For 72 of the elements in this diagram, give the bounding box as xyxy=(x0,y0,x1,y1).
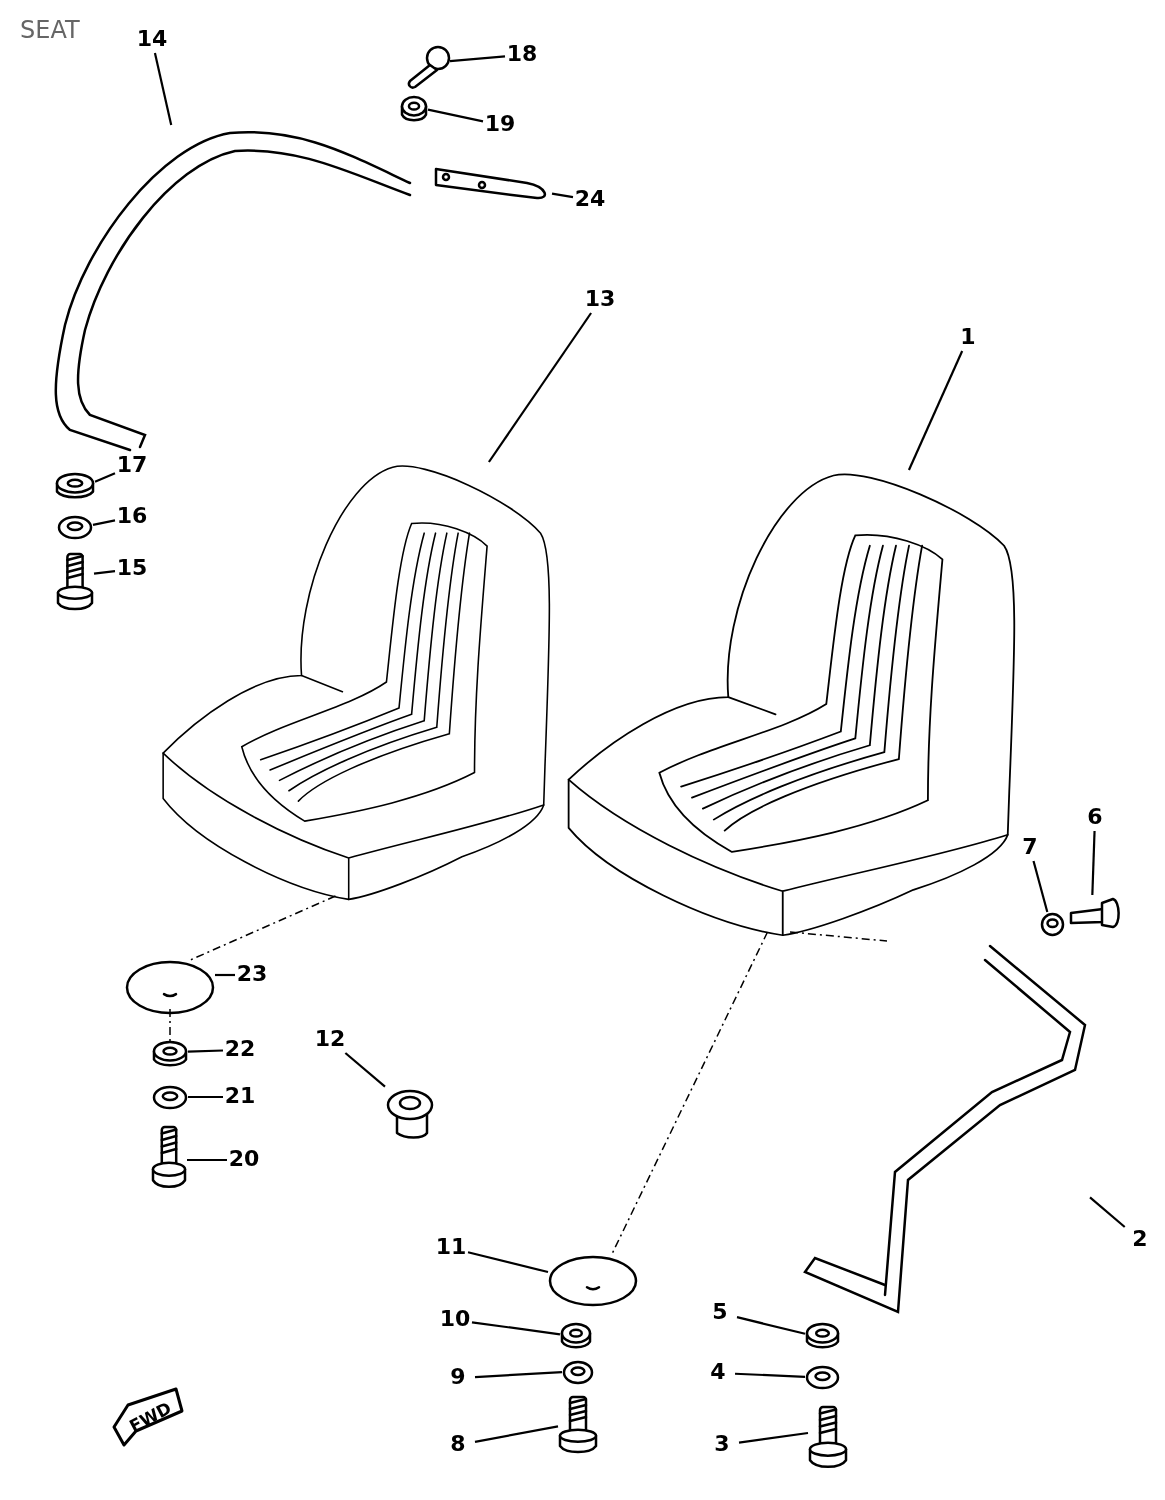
leader-line xyxy=(551,192,574,199)
washer-drawing xyxy=(1040,912,1065,937)
callout-number: 7 xyxy=(1013,835,1047,861)
leader-line xyxy=(427,108,484,123)
leader-line xyxy=(93,569,116,575)
leader-line xyxy=(736,1316,806,1335)
leader-line xyxy=(467,1251,549,1274)
cap-drawing xyxy=(125,960,215,1015)
leader-line xyxy=(153,52,173,126)
leader-line xyxy=(215,973,235,977)
title: SEAT xyxy=(20,16,80,44)
alignment-line xyxy=(169,1008,171,1042)
bolt-drawing xyxy=(558,1395,598,1455)
washer-drawing xyxy=(805,1365,840,1390)
leader-line xyxy=(188,1095,223,1099)
cap-drawing xyxy=(548,1255,638,1307)
bolt-drawing xyxy=(808,1405,848,1470)
callout-number: 10 xyxy=(438,1307,472,1333)
nut-drawing xyxy=(805,1322,840,1350)
bolt-drawing xyxy=(1068,895,1123,930)
nut-drawing xyxy=(400,95,428,123)
callout-number: 18 xyxy=(505,42,539,68)
seat-drawing xyxy=(565,470,1015,938)
callout-number: 20 xyxy=(227,1147,261,1173)
leader-line xyxy=(907,350,964,471)
leader-line xyxy=(1032,860,1049,913)
callout-number: 17 xyxy=(115,453,149,479)
callout-number: 3 xyxy=(705,1432,739,1458)
callout-number: 9 xyxy=(441,1365,475,1391)
alignment-line xyxy=(789,931,888,942)
callout-number: 2 xyxy=(1123,1227,1157,1253)
nut-drawing xyxy=(152,1040,188,1068)
callout-number: 13 xyxy=(583,287,617,313)
leader-line xyxy=(471,1321,561,1336)
leader-line xyxy=(734,1372,806,1378)
callout-number: 24 xyxy=(573,187,607,213)
seat-drawing xyxy=(160,462,550,902)
callout-number: 16 xyxy=(115,504,149,530)
callout-number: 12 xyxy=(313,1027,347,1053)
leader-line xyxy=(94,472,116,483)
washer-drawing xyxy=(562,1360,594,1385)
leader-line xyxy=(187,1158,227,1162)
leader-line xyxy=(738,1431,809,1444)
callout-number: 4 xyxy=(701,1360,735,1386)
screw-drawing xyxy=(405,45,450,90)
callout-number: 8 xyxy=(441,1432,475,1458)
nut-drawing xyxy=(55,472,95,500)
leader-line xyxy=(1091,830,1096,896)
leader-line xyxy=(474,1371,563,1379)
callout-number: 14 xyxy=(135,27,169,53)
callout-number: 23 xyxy=(235,962,269,988)
leader-line xyxy=(488,312,592,463)
leader-line xyxy=(1089,1196,1126,1228)
leader-line xyxy=(449,55,506,63)
callout-number: 1 xyxy=(951,325,985,351)
leader-line xyxy=(92,519,116,526)
callout-number: 15 xyxy=(115,556,149,582)
direction-label: FWD xyxy=(125,1397,175,1437)
callout-number: 19 xyxy=(483,112,517,138)
washer-drawing xyxy=(152,1085,188,1110)
bolt-drawing xyxy=(56,552,94,612)
leader-line xyxy=(344,1052,386,1088)
callout-number: 22 xyxy=(223,1037,257,1063)
callout-number: 6 xyxy=(1078,805,1112,831)
callout-number: 21 xyxy=(223,1084,257,1110)
washer-drawing xyxy=(57,515,93,540)
nut-drawing xyxy=(560,1322,592,1350)
leader-line xyxy=(474,1425,559,1443)
callout-number: 5 xyxy=(703,1300,737,1326)
bolt-drawing xyxy=(151,1125,187,1190)
leader-line xyxy=(187,1049,224,1053)
callout-number: 11 xyxy=(434,1235,468,1261)
